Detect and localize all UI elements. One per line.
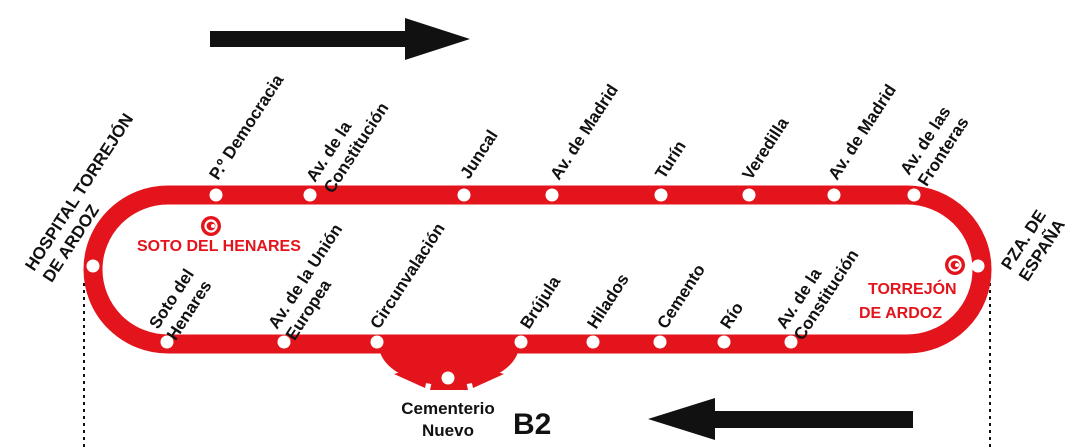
label-av-union-europea: Av. de la Unión Europea — [264, 216, 366, 343]
stop-brujula — [514, 335, 528, 349]
stop-circunvalacion — [370, 335, 384, 349]
cemetery-label-line2: Nuevo — [422, 421, 474, 440]
stop-av-union-europea — [277, 335, 291, 349]
cemetery-branch — [380, 352, 518, 390]
stop-soto-henares — [160, 335, 174, 349]
terminal-stop-right — [971, 259, 985, 273]
bottom-stop-labels: Soto del Henares Av. de la Unión Europea… — [145, 216, 862, 344]
stop-cementerio-nuevo — [441, 371, 455, 385]
stop-turin — [654, 188, 668, 202]
label-av-madrid-2: Av. de Madrid — [824, 81, 900, 183]
label-rio: Río — [716, 299, 747, 332]
stop-av-constitucion-top — [303, 188, 317, 202]
line-name: B2 — [513, 408, 551, 441]
stop-hilados — [586, 335, 600, 349]
train-interchange-icon — [201, 216, 221, 236]
label-hilados: Hilados — [583, 270, 632, 332]
label-circunvalacion: Circunvalación — [366, 220, 448, 333]
top-stop-labels: P.º Democracia Av. de la Constitución Ju… — [205, 71, 974, 197]
interchange-label-soto: SOTO DEL HENARES — [137, 238, 301, 255]
terminal-stop-left — [86, 259, 100, 273]
label-cemento: Cemento — [653, 261, 709, 332]
stop-av-constitucion-bottom — [784, 335, 798, 349]
interchange-label-torrejon-2: DE ARDOZ — [859, 305, 942, 322]
label-turin: Turín — [651, 137, 689, 182]
stop-av-madrid-2 — [827, 188, 841, 202]
label-soto-henares: Soto del Henares — [145, 262, 218, 344]
stop-cemento — [653, 335, 667, 349]
stop-veredilla — [742, 188, 756, 202]
cemetery-segment-left — [394, 364, 430, 388]
cemetery-segment-right — [468, 364, 504, 388]
train-interchange-icon — [945, 255, 965, 275]
stop-juncal — [457, 188, 471, 202]
stop-p-democracia — [209, 188, 223, 202]
cemetery-label-line1: Cementerio — [401, 399, 495, 418]
label-av-fronteras: Av. de las Fronteras — [896, 99, 974, 190]
top-stop-markers — [209, 188, 921, 202]
label-veredilla: Veredilla — [738, 114, 792, 183]
bottom-stop-markers — [160, 335, 798, 349]
direction-arrow-right — [210, 18, 470, 60]
label-av-constitucion-bottom: Av. de la Constitución — [772, 235, 862, 344]
label-brujula: Brújula — [516, 272, 564, 332]
label-av-constitucion-top: Av. de la Constitución — [302, 88, 392, 197]
direction-arrow-left — [648, 398, 913, 440]
stop-av-madrid-1 — [545, 188, 559, 202]
label-juncal: Juncal — [456, 127, 501, 183]
stop-rio — [717, 335, 731, 349]
terminal-label-right: PZA. DE ESPAÑA — [997, 203, 1065, 285]
label-p-democracia: P.º Democracia — [205, 71, 287, 183]
interchange-label-torrejon-1: TORREJÓN — [868, 279, 957, 298]
stop-av-fronteras — [907, 188, 921, 202]
label-av-madrid-1: Av. de Madrid — [546, 81, 622, 183]
